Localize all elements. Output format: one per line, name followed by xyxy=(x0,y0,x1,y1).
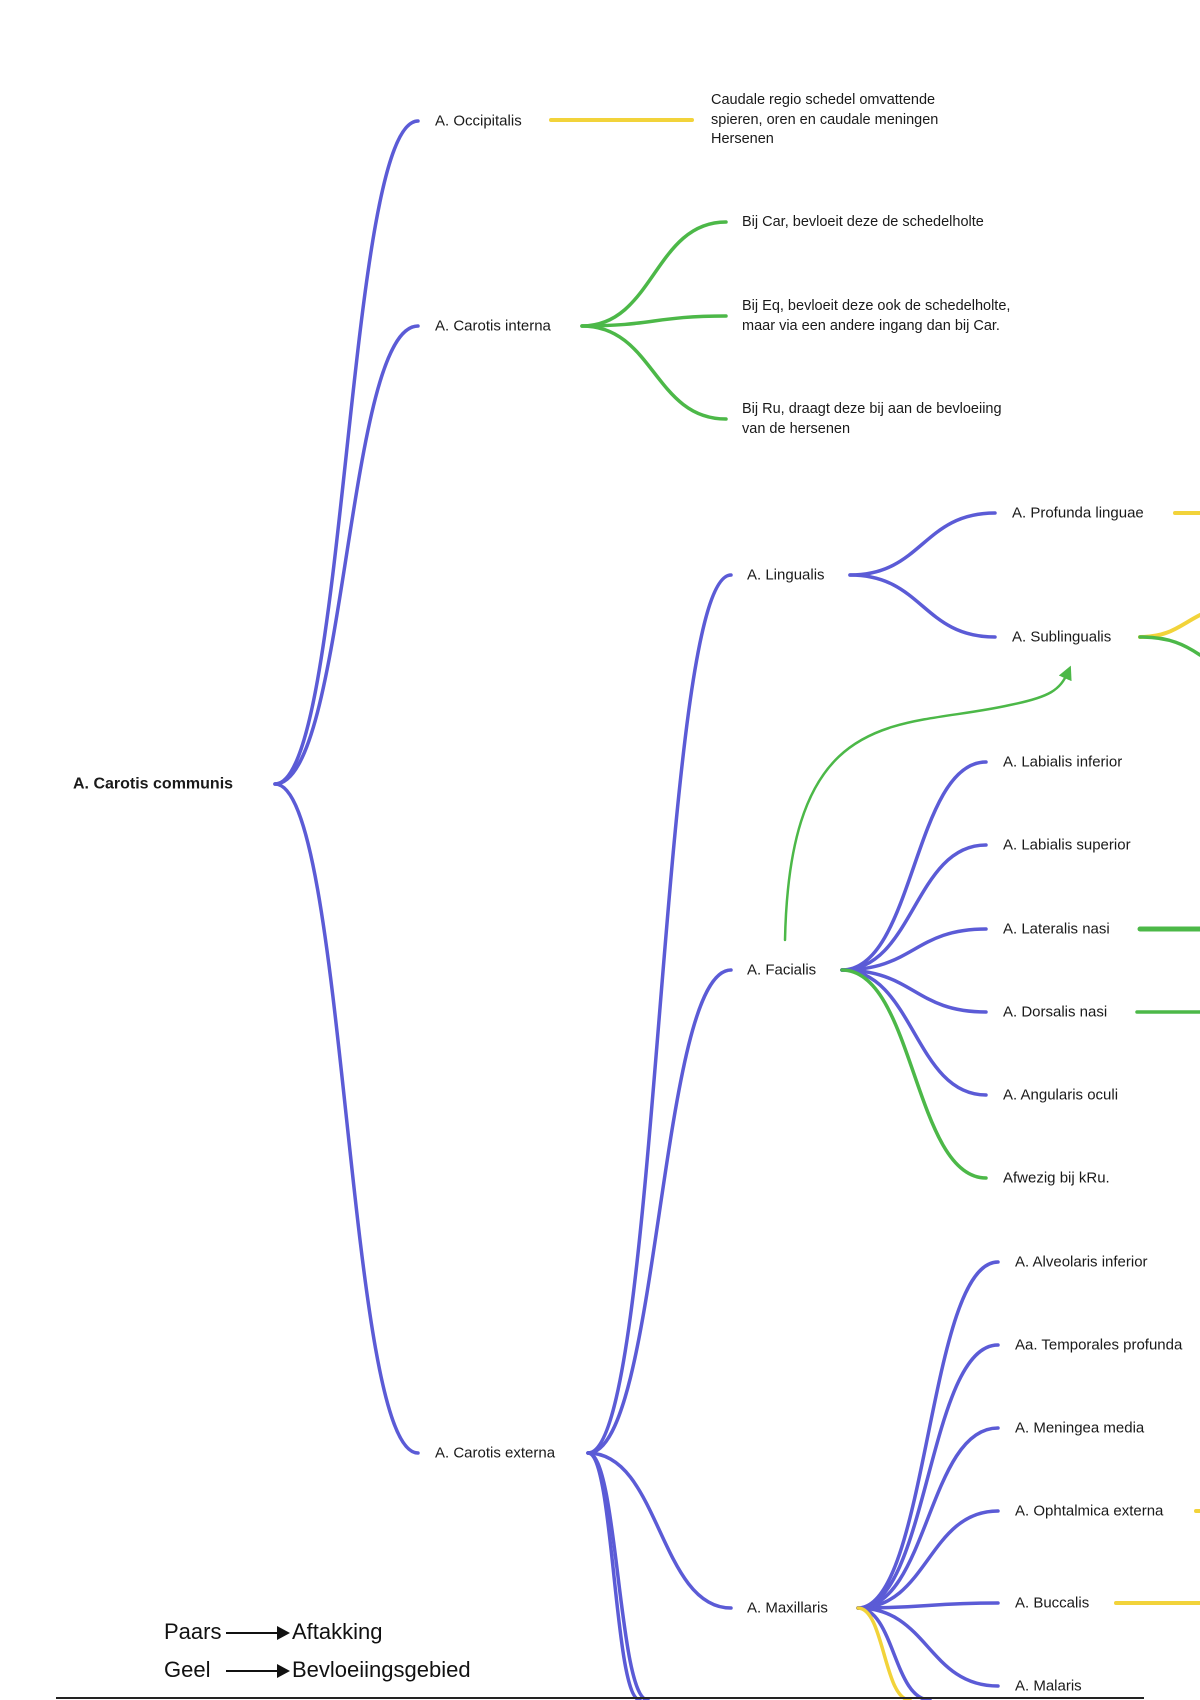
link-maxillaris-child-2 xyxy=(856,1343,1000,1610)
legend-color-word: Paars xyxy=(164,1619,222,1644)
node-alveolaris-inferior: A. Alveolaris inferior xyxy=(1015,1253,1148,1271)
note-line: Bij Eq, bevloeit deze ook de schedelholt… xyxy=(742,298,1011,314)
link-facialis-child-5 xyxy=(840,968,988,1097)
link-facialis-child-4 xyxy=(840,968,988,1014)
link-facialis-afwezig xyxy=(840,968,988,1180)
legend-meaning: Bevloeiingsgebied xyxy=(292,1657,471,1682)
node-angularis-oculi: A. Angularis oculi xyxy=(1003,1086,1119,1104)
legend-branch: Paars Aftakking xyxy=(164,1619,383,1645)
note-line: spieren, oren en caudale meningen xyxy=(711,111,939,128)
node-labialis-inferior: A. Labialis inferior xyxy=(1003,753,1123,771)
node-lateralis-nasi: A. Lateralis nasi xyxy=(1003,920,1110,938)
link-interna-eq xyxy=(580,314,728,328)
link-interna-car xyxy=(580,220,728,328)
node-profunda-linguae: A. Profunda linguae xyxy=(1012,504,1144,522)
link-lingualis-sublingualis xyxy=(848,573,997,639)
node-facialis: A. Facialis xyxy=(747,961,817,979)
note-line: Bij Car, bevloeit deze de schedelholte xyxy=(742,214,984,230)
link-communis-externa xyxy=(273,782,420,1455)
link-communis-occipitalis xyxy=(273,119,420,786)
note-interna-car: Bij Car, bevloeit deze de schedelholte xyxy=(742,213,984,233)
link-maxillaris-child-6 xyxy=(856,1606,1000,1688)
legend-supply: Geel Bevloeiingsgebied xyxy=(164,1657,471,1683)
node-occipitalis: A. Occipitalis xyxy=(435,112,522,130)
node-maxillaris: A. Maxillaris xyxy=(747,1599,828,1617)
link-communis-interna xyxy=(273,324,420,786)
link-externa-facialis xyxy=(586,968,733,1455)
note-line: van de hersenen xyxy=(742,420,851,437)
node-carotis-communis: A. Carotis communis xyxy=(73,775,234,793)
link-maxillaris-child-1 xyxy=(856,1260,1000,1610)
note-line: Hersenen xyxy=(711,131,774,147)
link-externa-down-2 xyxy=(586,1451,650,1700)
note-line: maar via een andere ingang dan bij Car. xyxy=(742,317,1000,334)
note-line: Bij Ru, draagt deze bij aan de bevloeiin… xyxy=(742,401,1002,417)
node-carotis-interna: A. Carotis interna xyxy=(435,317,551,335)
link-facialis-sublingualis-arrow xyxy=(783,665,1072,942)
node-carotis-externa: A. Carotis externa xyxy=(435,1444,556,1462)
link-externa-maxillaris xyxy=(586,1451,733,1610)
note-line: Caudale regio schedel omvattende xyxy=(711,92,936,108)
link-interna-ru xyxy=(580,324,728,421)
link-facialis-child-3 xyxy=(840,927,988,972)
node-dorsalis-nasi: A. Dorsalis nasi xyxy=(1003,1003,1108,1021)
note-occipitalis-area: Caudale regio schedel omvattende spieren… xyxy=(711,91,938,150)
link-maxillaris-down-1 xyxy=(856,1606,932,1700)
node-meningea-media: A. Meningea media xyxy=(1015,1419,1145,1437)
link-sublingualis-variant xyxy=(1138,635,1200,657)
legend-color-word: Geel xyxy=(164,1657,211,1682)
node-sublingualis: A. Sublingualis xyxy=(1012,628,1112,646)
link-sublingualis-supply xyxy=(1138,613,1200,639)
node-malaris: A. Malaris xyxy=(1015,1677,1082,1695)
link-maxillaris-child-4 xyxy=(856,1509,1000,1610)
page-bottom-rule xyxy=(56,1697,1144,1699)
link-maxillaris-child-5 xyxy=(856,1601,1000,1610)
right-arrow-icon xyxy=(226,1664,290,1679)
node-afwezig-kru: Afwezig bij kRu. xyxy=(1003,1169,1110,1187)
legend-meaning: Aftakking xyxy=(292,1619,383,1644)
link-maxillaris-down-2 xyxy=(856,1606,912,1700)
link-facialis-child-2 xyxy=(840,843,988,972)
link-facialis-child-1 xyxy=(840,760,988,972)
note-interna-ru: Bij Ru, draagt deze bij aan de bevloeiin… xyxy=(742,400,1002,439)
node-lingualis: A. Lingualis xyxy=(747,566,825,584)
note-interna-eq: Bij Eq, bevloeit deze ook de schedelholt… xyxy=(742,297,1010,336)
node-temporales-profunda: Aa. Temporales profunda xyxy=(1015,1336,1183,1354)
link-externa-lingualis xyxy=(586,573,733,1455)
node-ophtalmica-externa: A. Ophtalmica externa xyxy=(1015,1502,1164,1520)
node-buccalis: A. Buccalis xyxy=(1015,1594,1090,1612)
link-maxillaris-child-3 xyxy=(856,1426,1000,1610)
node-labialis-superior: A. Labialis superior xyxy=(1003,836,1131,854)
right-arrow-icon xyxy=(226,1626,290,1641)
link-lingualis-profunda xyxy=(848,511,997,577)
